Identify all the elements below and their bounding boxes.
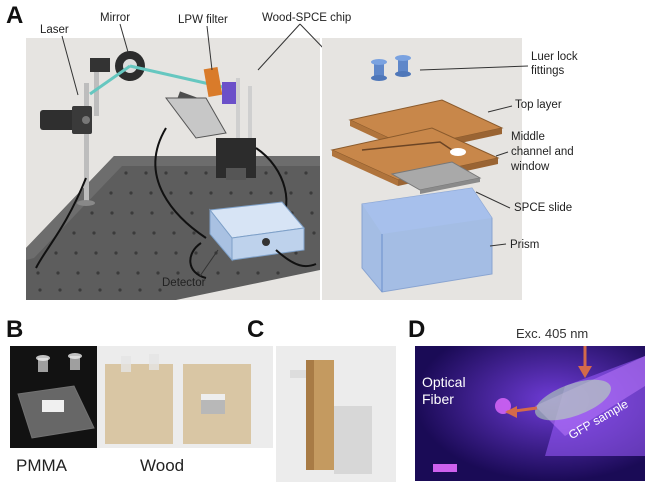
mirror-label: Mirror [100, 12, 131, 24]
pmma-chip-photo [10, 346, 97, 448]
wood-label: Wood [140, 456, 185, 475]
optical-breadboard [26, 156, 320, 300]
wood-spce-chip [222, 82, 240, 104]
spce-slide-label: SPCE slide [514, 202, 573, 214]
window-hole [450, 148, 466, 156]
laser-body [40, 110, 80, 130]
fiber-label: Fiber [422, 391, 454, 407]
panel-d-letter: D [408, 316, 426, 343]
assembled-chip-photo [276, 346, 396, 482]
excitation-label: Exc. 405 nm [516, 326, 589, 341]
prism-stage [165, 97, 227, 139]
laser-beam [89, 64, 131, 96]
laser-label: Laser [40, 24, 69, 36]
panel-a-letter: A [6, 2, 24, 29]
middle-label-line3: window [511, 161, 550, 173]
optical-label: Optical [422, 374, 466, 390]
middle-label-line2: channel and [511, 146, 574, 158]
excitation-arrow [578, 346, 592, 378]
prism-photo [334, 406, 372, 474]
wood-chip-1 [105, 364, 173, 444]
luer-lock-label-line1: Luer lock [531, 51, 578, 63]
luer-lock-label-line2: fittings [531, 65, 565, 77]
leader-lines-right [419, 65, 529, 247]
panel-c-letter: C [247, 316, 265, 343]
lpw-filter-label: LPW filter [178, 14, 228, 26]
wood-spce-chip-label: Wood-SPCE chip [262, 12, 352, 24]
gfp-sample-glow [535, 379, 611, 421]
wood-chips-photo [97, 346, 273, 448]
laser-post [84, 83, 89, 203]
optical-setup-diagram [26, 38, 320, 300]
fluorescence-photo [415, 346, 645, 481]
detector-label: Detector [162, 277, 206, 289]
chip-exploded-view [322, 38, 522, 300]
prism-label: Prism [510, 239, 540, 251]
top-layer-label: Top layer [515, 99, 562, 111]
middle-label-line1: Middle [511, 131, 545, 143]
pmma-label: PMMA [16, 456, 67, 475]
luer-lock-fittings [371, 55, 411, 81]
lpw-filter [203, 66, 223, 98]
panel-b-letter: B [6, 316, 24, 343]
